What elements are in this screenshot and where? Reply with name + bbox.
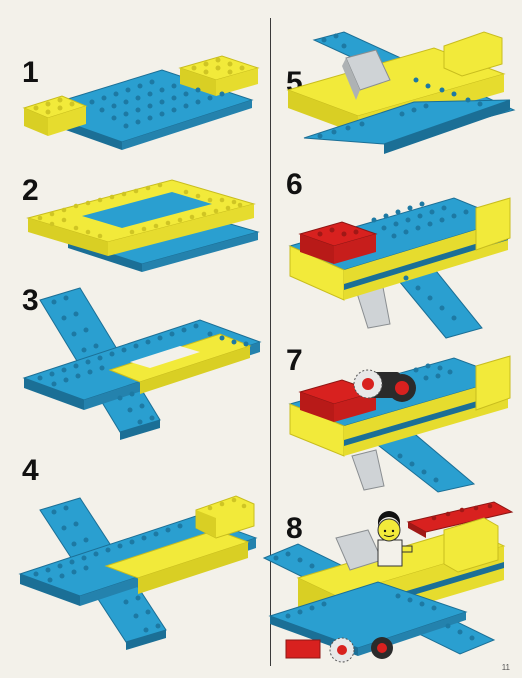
step-3-illustration bbox=[20, 280, 265, 450]
step-7-illustration bbox=[286, 352, 516, 492]
step-6-illustration bbox=[286, 188, 516, 338]
step-2-illustration bbox=[22, 170, 262, 280]
step-5-illustration bbox=[284, 18, 514, 168]
step-1-illustration bbox=[22, 50, 262, 170]
page-number: 11 bbox=[502, 663, 510, 672]
step-8-illustration bbox=[258, 500, 520, 670]
step-4-illustration bbox=[16, 470, 261, 650]
